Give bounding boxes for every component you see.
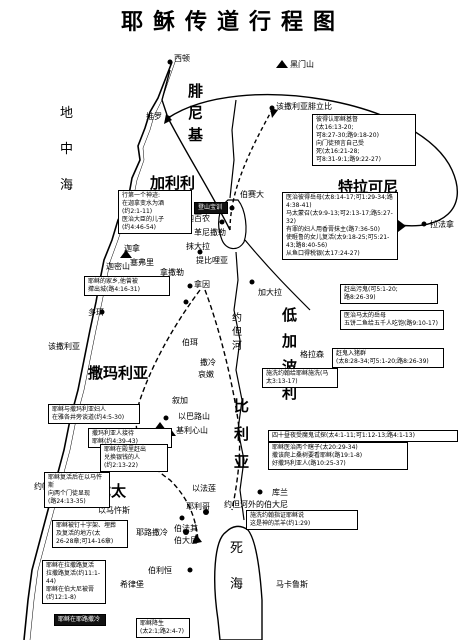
place-salim: 撒冷 bbox=[200, 358, 216, 367]
sea-of-galilee bbox=[218, 199, 247, 250]
route-jordan bbox=[204, 289, 241, 511]
place-ephraim: 以法莲 bbox=[192, 484, 216, 493]
dead-sea bbox=[214, 525, 263, 640]
place-sepphoris: 塞弗里 bbox=[130, 258, 154, 267]
place-nazareth: 拿撒勒 bbox=[160, 268, 184, 277]
place-gerizim: 基利心山 bbox=[176, 426, 208, 435]
place-bethany: 伯大尼 bbox=[174, 536, 198, 545]
place-cana: 迦拿 bbox=[124, 244, 140, 253]
note-lamb-of-god: 施洗约翰指证耶稣说 这是神的羔羊(约1:29) bbox=[246, 510, 358, 530]
place-caesarea: 该撒利亚 bbox=[48, 342, 80, 351]
jordan-river bbox=[229, 99, 245, 521]
place-gerasa: 格拉森 bbox=[300, 350, 324, 359]
route-north bbox=[229, 109, 273, 231]
place-bethlehem: 伯利恒 bbox=[148, 566, 172, 575]
note-sermon-mount: 登山宝训 bbox=[194, 202, 228, 214]
place-nain: 拿因 bbox=[194, 280, 210, 289]
mountain-carmel bbox=[120, 250, 132, 258]
place-emmaus: 以马忤斯 bbox=[98, 506, 130, 515]
region-decapolis: 低加波利 bbox=[282, 306, 298, 402]
mountain-hermon bbox=[276, 60, 288, 68]
mediterranean-label: 地中海 bbox=[60, 106, 74, 193]
place-tiberias: 提比哩亚 bbox=[196, 256, 228, 265]
map-title: 耶稣传道行程图 bbox=[120, 10, 345, 35]
place-jerusalem: 耶路撒冷 bbox=[136, 528, 168, 537]
note-nazareth: 耶稣的家乡,他曾被 撵出城(路4:16-31) bbox=[84, 276, 170, 296]
place-herodium: 希律堡 bbox=[120, 580, 144, 589]
route-east bbox=[244, 239, 311, 311]
place-tyre: 推罗 bbox=[146, 112, 162, 121]
map-area: 地中海 死海 腓尼基 加利利 特拉可尼 低加波利 撒玛利亚 犹太 比利亚 约但河… bbox=[0, 40, 466, 640]
dead-sea-label: 死海 bbox=[230, 541, 244, 592]
note-peter-confession: 彼得认耶稣基督 (太16:13-20; 可8:27-30;路9:18-20) 向… bbox=[312, 114, 416, 166]
place-hermon: 黑门山 bbox=[290, 60, 314, 69]
note-jerusalem: 耶稣在耶路撒冷 bbox=[54, 614, 106, 626]
arrow-4 bbox=[192, 534, 202, 544]
place-caesarea-philippi: 该撒利亚腓立比 bbox=[276, 102, 332, 111]
region-galilee: 加利利 bbox=[150, 174, 196, 192]
route-sidon bbox=[161, 69, 171, 119]
place-decapolis-city: 拉法拿 bbox=[430, 220, 454, 229]
note-capernaum: 医治彼得岳母(太8:14-17;可1:29-34;路4:38-41) 马太蒙召(… bbox=[282, 192, 398, 260]
place-bethany-jordan: 约但河外的伯大尼 bbox=[224, 500, 288, 509]
note-birth: 耶稣降生 (太2:1;路2:4-7) bbox=[136, 618, 190, 638]
place-joppa: 约帕 bbox=[34, 482, 50, 491]
place-sidon: 西顿 bbox=[174, 54, 190, 63]
route-tyre bbox=[167, 117, 231, 231]
note-samaritan-woman: 耶稣与撒玛利亚妇人 在雅各井旁谈道(约4:5-30) bbox=[48, 404, 140, 424]
map-drawing bbox=[23, 59, 458, 640]
place-dora: 多珥 bbox=[88, 308, 104, 317]
arrow-3 bbox=[398, 220, 406, 232]
place-aenon: 哀嫩 bbox=[198, 370, 214, 379]
place-gennesaret: 革尼撒勒 bbox=[194, 228, 226, 237]
place-capernaum: 迦百农 bbox=[186, 214, 210, 223]
place-bethsaida: 伯赛大 bbox=[240, 190, 264, 199]
place-ebal: 以巴路山 bbox=[178, 412, 210, 421]
region-trachonitis: 特拉可尼 bbox=[338, 178, 399, 196]
region-perea: 比利亚 bbox=[234, 397, 250, 471]
note-crucifixion: 耶稣被钉十字架、埋葬 及复活的地方(太 26-28章;可14-16章) bbox=[52, 520, 128, 548]
route-samaria bbox=[135, 289, 201, 541]
note-feeding: 医治马太的岳母 五饼二鱼给五千人吃饱(路9:10-17) bbox=[340, 310, 444, 330]
note-temple-cleansing: 耶稣在殿里赶出 兑换银钱的人 (约2:13-22) bbox=[100, 444, 168, 472]
note-gadara: 赶鬼入猪群 (太8:28-34;可5:1-20;路8:26-39) bbox=[332, 348, 444, 368]
region-samaria: 撒玛利亚 bbox=[88, 364, 149, 382]
route-arc bbox=[167, 93, 458, 227]
place-machaerus: 马卡鲁斯 bbox=[276, 580, 308, 589]
place-pella: 伯珥 bbox=[182, 338, 198, 347]
note-lazarus: 耶稣在拉撒路复活 拉撒路复活(约11:1-44) 耶稣在伯大尼被膏 (约12:1… bbox=[42, 560, 106, 604]
jordan-river-label: 约但河 bbox=[232, 313, 242, 352]
place-magdala: 抹大拉 bbox=[186, 242, 210, 251]
note-emmaus: 耶稣复活后在以马忤斯 向两个门徒显现 (路24:13-35) bbox=[44, 472, 110, 508]
note-gerasa: 赶出污鬼(可5:1-20; 路8:26-39) bbox=[340, 284, 438, 304]
region-phoenicia: 腓尼基 bbox=[188, 82, 204, 144]
coastline bbox=[23, 61, 173, 640]
note-baptism: 施洗约翰给耶稣施洗(马太3:13-17) bbox=[262, 368, 338, 388]
note-cana-miracles: 行第一个神迹: 在迦拿变水为酒 (约2:1-11) 医治大臣的儿子 (约4:46… bbox=[118, 190, 192, 234]
place-bethphage: 伯法其 bbox=[174, 524, 198, 533]
place-jericho: 耶利哥 bbox=[186, 502, 210, 511]
place-qumran: 库兰 bbox=[272, 488, 288, 497]
note-jericho: 耶稣医治两个瞎子(太20:29-34) 撒该爬上桑树要看耶稣(路19:1-8) … bbox=[268, 442, 408, 470]
place-carmel: 迦密山 bbox=[106, 262, 130, 271]
note-temptation: 四十昼夜受魔鬼试探(太4:1-11;可1:12-13;路4:1-13) bbox=[268, 430, 458, 442]
place-gadara: 加大拉 bbox=[258, 288, 282, 297]
place-sychar: 叙加 bbox=[172, 396, 188, 405]
